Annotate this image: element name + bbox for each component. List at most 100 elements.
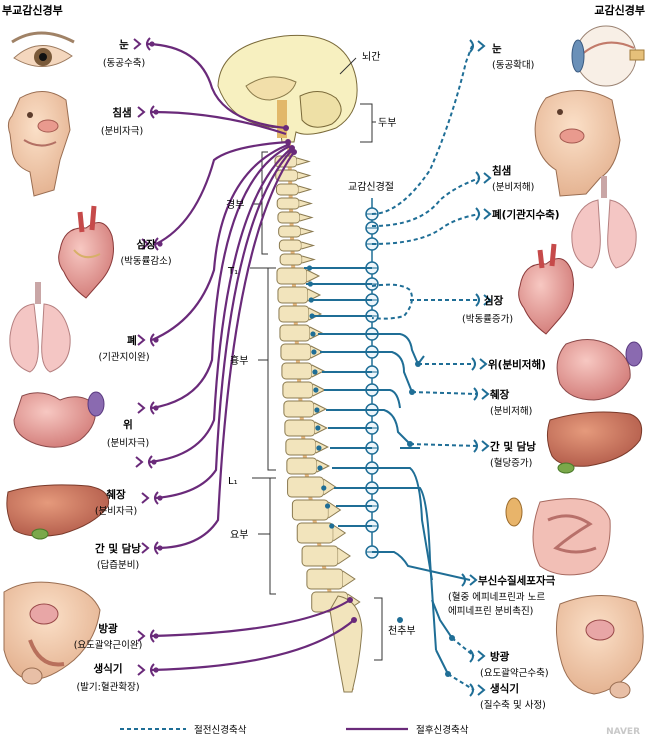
vertebra (280, 343, 312, 361)
symp-salivary-label: 침샘 (492, 164, 511, 177)
vertebra-process (298, 185, 313, 194)
vertebra (285, 438, 317, 456)
stomach-illustration-right (556, 339, 643, 401)
terminal-chevron (483, 208, 492, 220)
terminal-cup (469, 683, 474, 697)
fiber-origin-dot (308, 297, 314, 303)
terminal-dot (149, 41, 155, 47)
legend: 절전신경축삭 절후신경축삭 (120, 724, 469, 736)
sympathetic-title: 교감신경부 (594, 3, 645, 17)
terminal-cup (475, 207, 480, 221)
terminal-cup (150, 333, 155, 347)
adrenal-intestines-illustration (505, 497, 611, 576)
sympathetic-chain (365, 198, 379, 559)
symp-salivary-effect: (분비저해) (492, 181, 534, 193)
vertebra (286, 457, 318, 475)
sympathetic-origins (306, 265, 335, 529)
fiber-origin-dot (311, 349, 317, 355)
terminal-chevron (141, 542, 150, 554)
terminal-cup (154, 541, 159, 555)
vertebra-process (296, 157, 311, 166)
para-liver-label: 간 및 담낭 (95, 542, 141, 555)
head-illustration (7, 91, 71, 197)
ganglion-chain-label: 교감신경절 (348, 180, 394, 193)
vertebra (306, 568, 344, 590)
fiber-origin-dot (313, 387, 319, 393)
vertebra-process (314, 421, 328, 435)
para-stomach-effect: (분비자극) (107, 438, 149, 449)
parasympathetic-nerves (147, 42, 355, 672)
vertebra (287, 476, 325, 498)
vertebra-process (342, 570, 356, 588)
terminal-chevron (483, 172, 492, 184)
fiber-origin-dot (324, 503, 331, 509)
terminal-dot (153, 405, 159, 411)
symp-liver-effect: (혈당증가) (490, 457, 532, 469)
terminal-chevron (479, 358, 488, 370)
vertebra-process (299, 199, 313, 208)
para-bladder-effect: (요도괄약근이완) (74, 639, 143, 651)
fiber-origin-dot (316, 445, 322, 451)
parasympathetic-terminals (133, 37, 163, 677)
organ-illustrations-right (505, 25, 645, 699)
terminal-chevron (469, 574, 478, 586)
liver-illustration-left (6, 484, 110, 540)
terminal-dot (153, 337, 159, 343)
terminal-cup (461, 573, 466, 587)
vertebra (284, 419, 316, 437)
vertebra (301, 545, 339, 567)
para-lung-label: 폐 (127, 334, 137, 347)
terminal-dot (153, 633, 159, 639)
symp-heart-effect: (박동률증가) (462, 314, 513, 325)
sacrum (329, 595, 363, 693)
para-lung-effect: (기관지이완) (98, 352, 149, 363)
vertebra (296, 522, 334, 544)
terminal-cup (473, 387, 478, 401)
sympathetic-preganglionic (304, 267, 471, 675)
terminal-cup (150, 401, 155, 415)
vertebra (282, 381, 314, 399)
sympathetic-terminal-dots (397, 361, 455, 677)
stomach-illustration-left (13, 391, 105, 448)
para-stomach-label: 위 (123, 418, 133, 431)
vertebra-process (301, 255, 316, 264)
terminal-dot (157, 495, 163, 501)
terminal-chevron (133, 38, 142, 50)
terminal-chevron (137, 106, 146, 118)
para-heart-effect: (박동률감소) (120, 255, 171, 267)
terminal-dot (153, 667, 159, 673)
terminal-chevron (137, 402, 146, 414)
eye-illustration (11, 31, 75, 67)
terminal-cup (150, 663, 155, 677)
vertebra (279, 253, 303, 266)
terminal-cup (473, 439, 478, 453)
sympathetic-terminals (461, 39, 492, 697)
symp-eye-label: 눈 (492, 43, 502, 55)
vertebral-column (274, 155, 363, 693)
vertebra-process (300, 227, 315, 236)
vertebra-process (328, 501, 342, 519)
lungs-illustration-left (9, 282, 71, 373)
heart-illustration-right (518, 243, 574, 335)
thoracic-label: 흉부 (230, 354, 248, 367)
para-genital-label: 생식기 (94, 662, 123, 675)
terminal-cup (469, 39, 474, 53)
vertebra (275, 183, 299, 196)
terminal-dot (157, 241, 163, 247)
terminal-chevron (141, 492, 150, 504)
vertebra-process (337, 547, 351, 565)
symp-bladder-effect: (요도괄약근수축) (480, 667, 549, 679)
vertebra (277, 211, 301, 224)
terminal-chevron (483, 294, 492, 306)
fiber-origin-dot (306, 265, 313, 271)
pelvis-illustration-left (3, 581, 101, 685)
fiber-origin-dot (315, 425, 321, 431)
terminal-chevron (477, 684, 486, 696)
terminal-chevron (137, 630, 146, 642)
fiber-origin-dot (329, 523, 335, 529)
liver-illustration-right (546, 411, 643, 474)
sympathetic-postganglionic (371, 45, 481, 691)
terminal-chevron (477, 40, 486, 52)
vertebra-process (297, 171, 312, 180)
